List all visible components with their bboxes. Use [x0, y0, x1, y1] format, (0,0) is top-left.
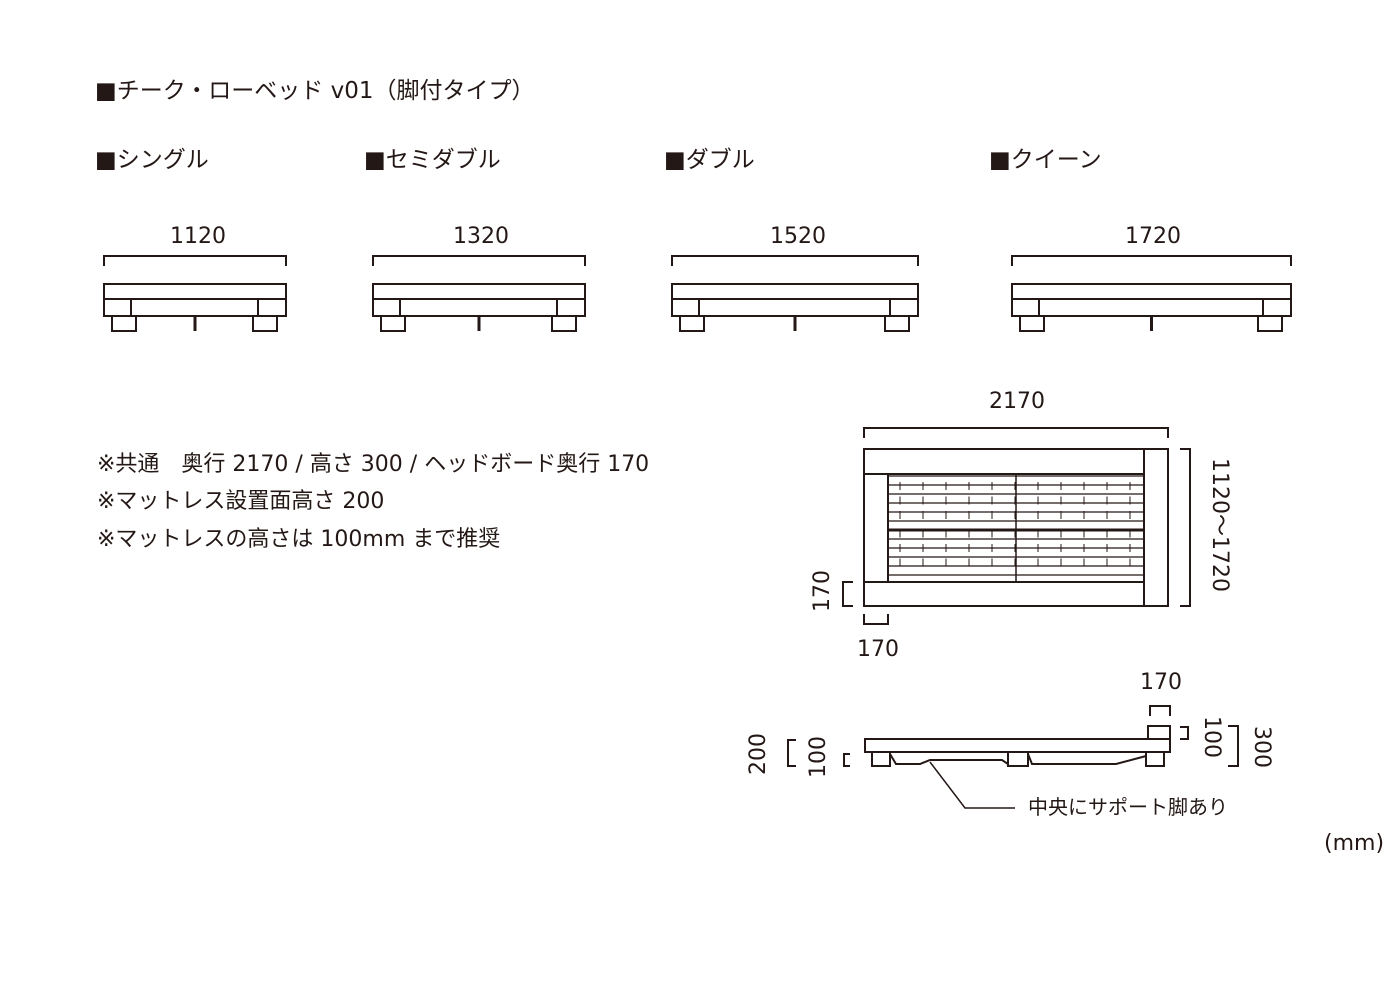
plan-view: [842, 427, 1191, 625]
leg: [111, 315, 137, 332]
headboard-depth-bracket: [1149, 705, 1171, 716]
size-label-semi-double: ■セミダブル: [364, 147, 501, 173]
width-dim-double: 1520: [770, 224, 826, 249]
side-view: [787, 705, 1239, 809]
side-total-height: 300: [1249, 726, 1274, 768]
width-dim-bracket: [1011, 255, 1292, 266]
leg: [1257, 315, 1283, 332]
front-view-1: [372, 255, 586, 332]
plan-end-rail-dim: 170: [857, 637, 899, 662]
front-view-3: [1011, 255, 1292, 332]
width-dim-bracket: [372, 255, 586, 266]
plan-side-rail-dim: 170: [810, 570, 835, 612]
side-leg-height: 100: [806, 736, 831, 778]
note-mattress-surface: ※マットレス設置面高さ 200: [97, 489, 385, 514]
side-platform-height: 200: [746, 733, 771, 775]
side-headboard-height: 100: [1199, 716, 1224, 758]
side-headboard-depth: 170: [1140, 670, 1182, 695]
side-rail-bracket: [842, 581, 853, 607]
total-height-bracket: [1228, 725, 1239, 767]
support-leg-callout: 中央にサポート脚あり: [1028, 795, 1228, 819]
leg: [679, 315, 705, 332]
note-common: ※共通 奥行 2170 / 高さ 300 / ヘッドボード奥行 170: [97, 452, 650, 477]
width-dim-bracket: [1180, 448, 1191, 607]
end-rail-bracket: [863, 614, 889, 625]
width-dim-single: 1120: [170, 224, 226, 249]
leg: [1019, 315, 1045, 332]
width-dim-bracket: [103, 255, 287, 266]
length-dim-bracket: [863, 427, 1169, 438]
callout-leader: [929, 761, 1015, 809]
front-view-2: [671, 255, 919, 332]
width-dim-bracket: [671, 255, 919, 266]
leg: [380, 315, 406, 332]
unit-label: (mm): [1324, 831, 1385, 856]
platform-height-bracket: [787, 739, 796, 767]
front-view-0: [103, 255, 287, 332]
size-label-single: ■シングル: [95, 147, 209, 173]
leg: [252, 315, 278, 332]
size-label-double: ■ダブル: [664, 147, 755, 173]
note-mattress-height: ※マットレスの高さは 100mm まで推奨: [97, 527, 501, 552]
leg: [884, 315, 910, 332]
width-dim-semi-double: 1320: [453, 224, 509, 249]
frame-outline: [863, 448, 1169, 607]
headboard-height-bracket: [1180, 726, 1189, 740]
diagram-title: ■チーク・ローベッド v01（脚付タイプ）: [95, 78, 535, 104]
leg-height-bracket: [843, 753, 850, 767]
size-label-queen: ■クイーン: [989, 147, 1102, 173]
leg: [551, 315, 577, 332]
width-dim-queen: 1720: [1125, 224, 1181, 249]
plan-length-dim: 2170: [989, 389, 1045, 414]
plan-width-range: 1120～1720: [1207, 458, 1232, 592]
